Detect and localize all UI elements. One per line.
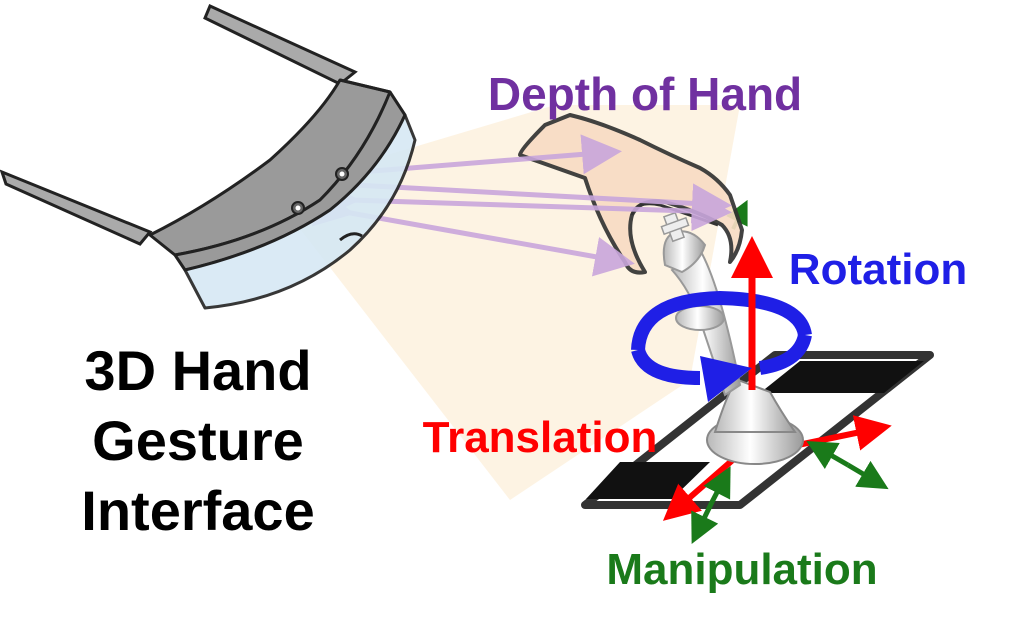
depth-of-hand-label: Depth of Hand <box>488 68 802 120</box>
ar-headset-icon <box>0 3 417 310</box>
interface-title-line-3: Interface <box>81 479 314 542</box>
interface-title: 3D Hand Gesture Interface <box>81 339 314 542</box>
interface-title-line-1: 3D Hand <box>84 339 311 402</box>
translation-label: Translation <box>423 413 658 462</box>
rotation-arrow <box>631 333 812 402</box>
chess-king-icon <box>660 211 804 465</box>
rotation-ring-back <box>631 290 812 351</box>
rotation-label: Rotation <box>789 245 967 294</box>
interface-title-line-2: Gesture <box>92 409 304 472</box>
manipulation-label: Manipulation <box>606 545 877 594</box>
